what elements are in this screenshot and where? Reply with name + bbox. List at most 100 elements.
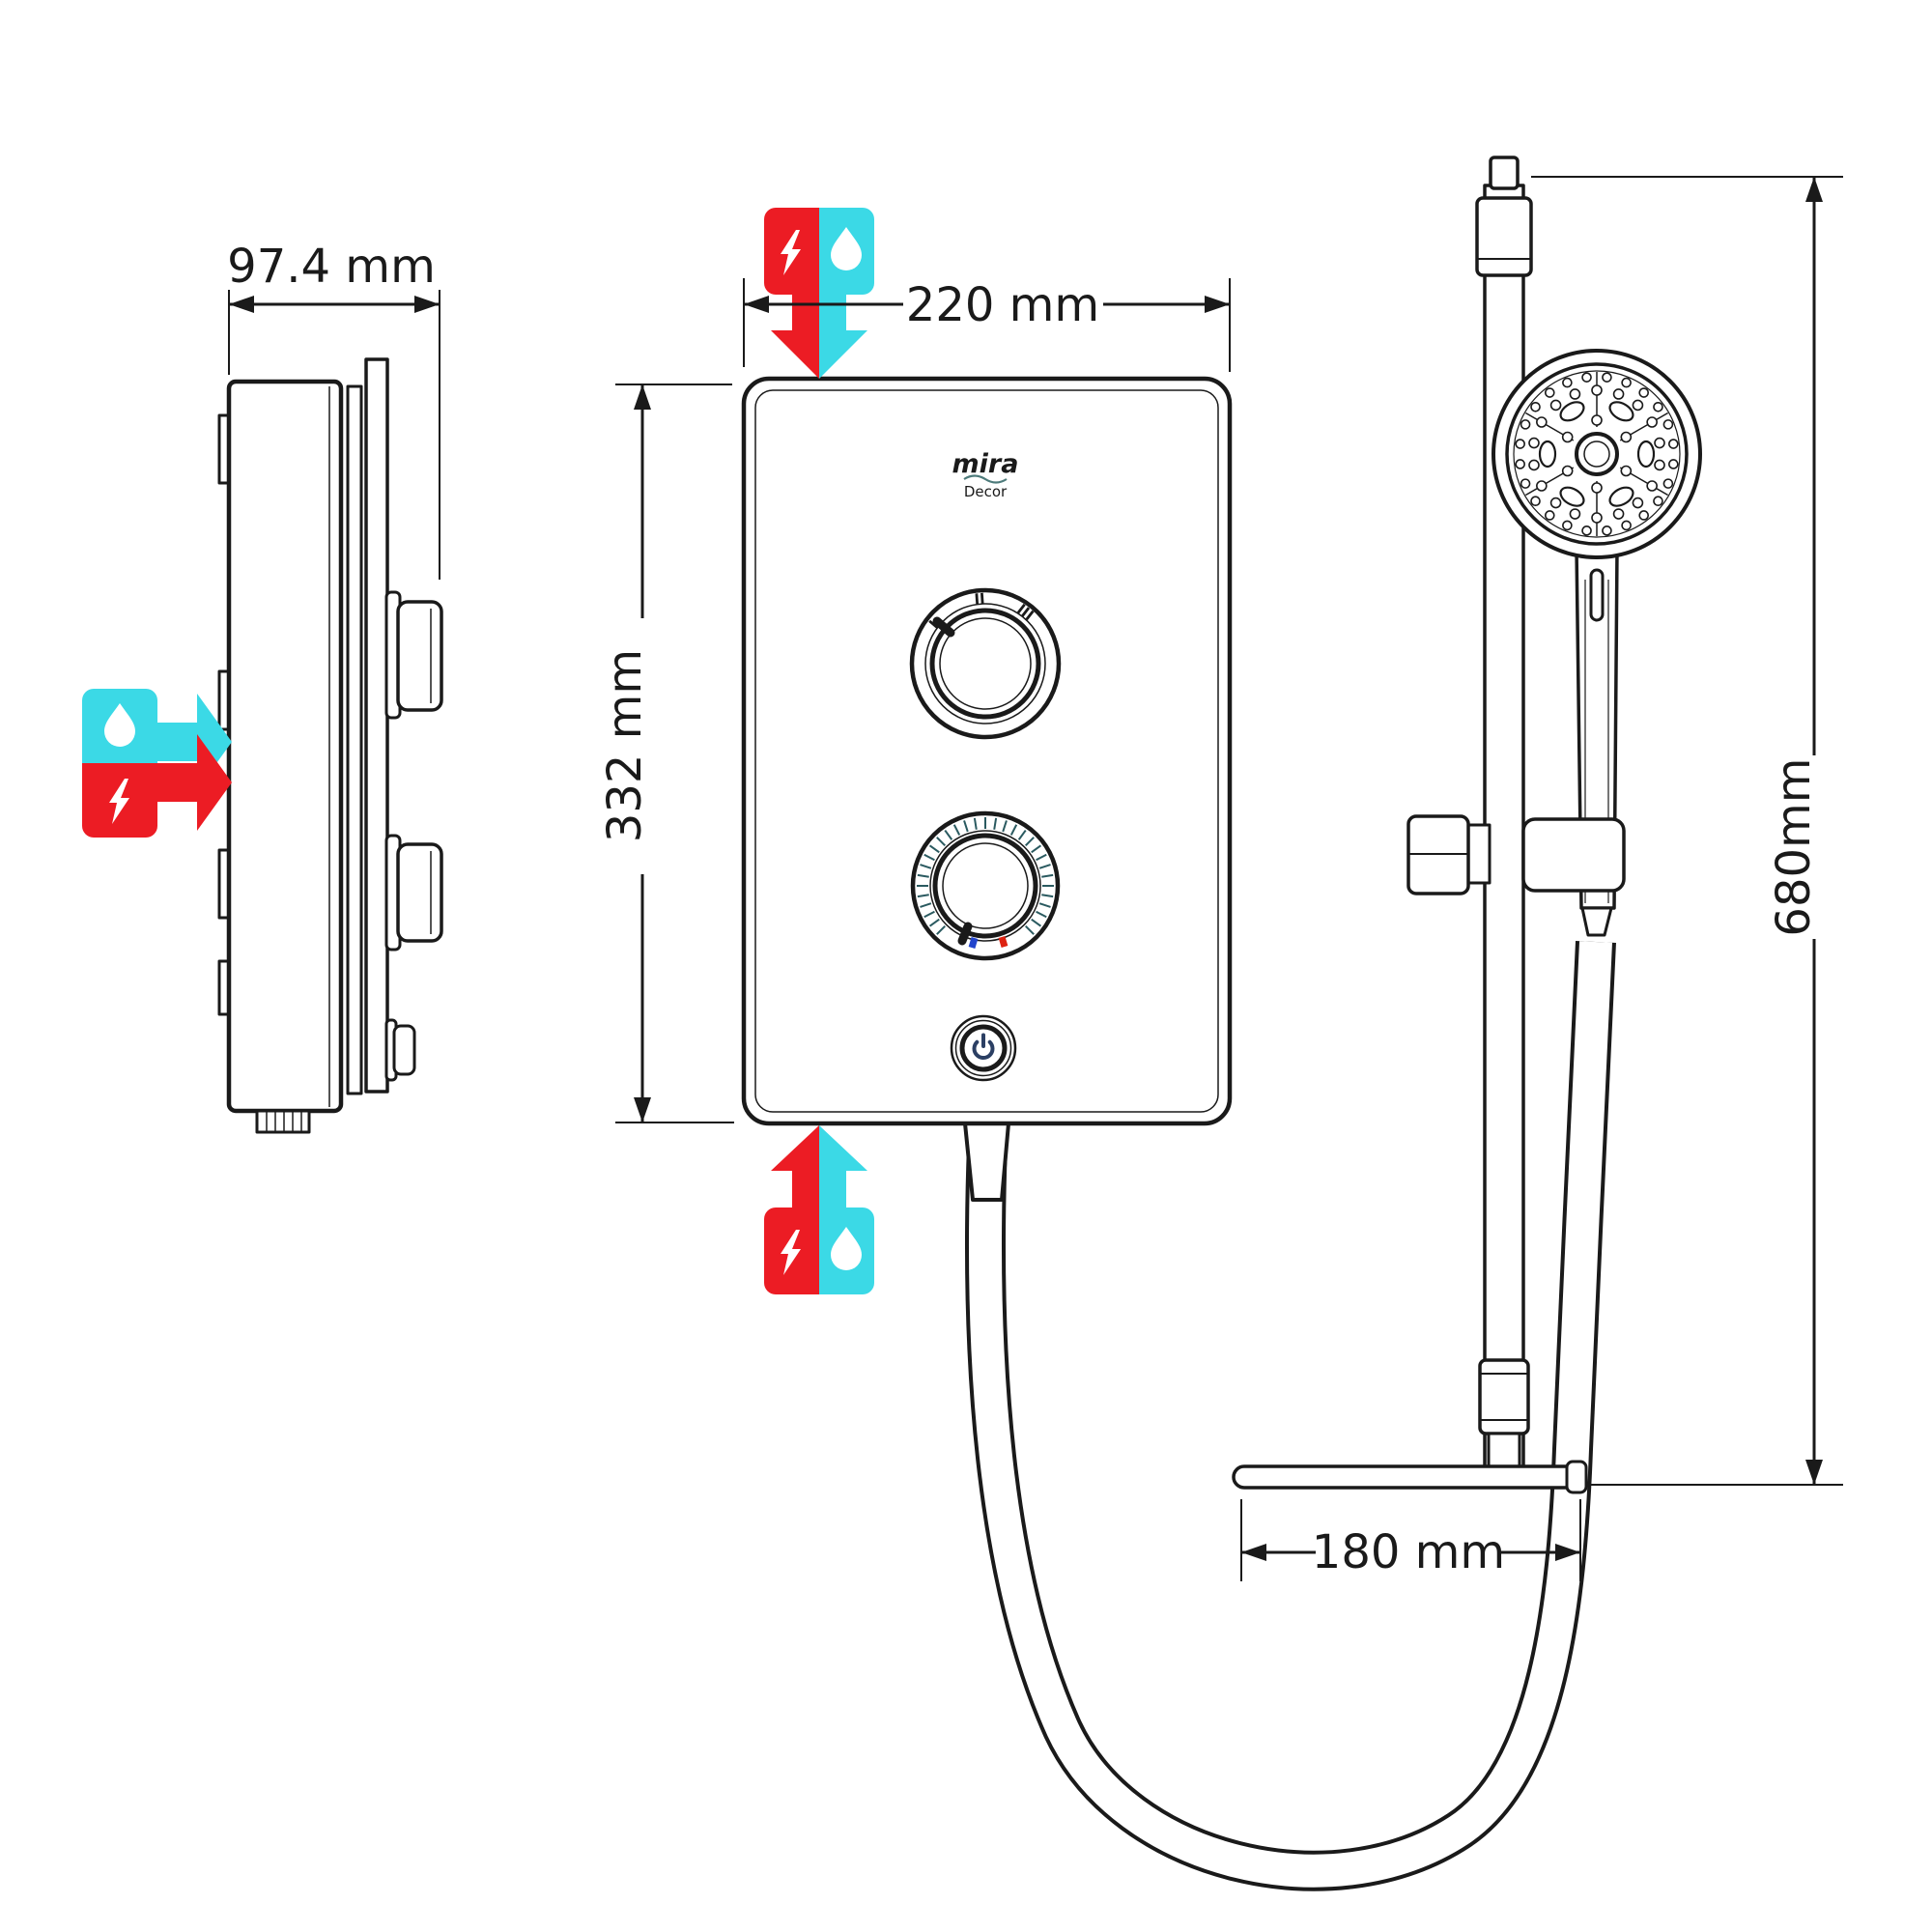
- dial-ring: [929, 830, 1041, 942]
- height-dimension: 332 mm: [598, 384, 734, 1123]
- nozzle-dot: [1668, 439, 1679, 449]
- temperature-dial: [910, 810, 1061, 961]
- outlet-thread-body: [255, 1109, 311, 1134]
- head-rim-outer: [1492, 349, 1702, 559]
- nozzle-dot: [1562, 377, 1573, 388]
- power-knob-side: [396, 600, 443, 712]
- rail-kit-view: 680mm 180 mm: [1232, 156, 1843, 1581]
- shower-hose: [963, 941, 1616, 1891]
- hot-indicator: [998, 935, 1009, 949]
- nozzle-dot: [1528, 437, 1540, 449]
- supply-arrow-red-half: [771, 295, 819, 379]
- head-hub-inner: [1583, 440, 1610, 468]
- depth-dimension: 97.4 mm: [227, 240, 440, 580]
- front-panel: [741, 376, 1233, 1126]
- dimension-arrow-right: [1555, 1544, 1580, 1561]
- temperature-tick: [936, 837, 946, 846]
- bottom-supply-icons: [764, 1125, 874, 1294]
- supply-arrow-red-half: [771, 1125, 819, 1208]
- oval-nozzle: [1559, 486, 1585, 507]
- nozzle-dot: [1653, 401, 1663, 412]
- unit-body-side: [226, 379, 344, 1114]
- nozzle-dot: [1520, 419, 1531, 430]
- dial-pointer: [957, 922, 973, 946]
- handle-clip-slot: [1589, 568, 1605, 622]
- dial-bezel: [910, 810, 1061, 961]
- nozzle-dot: [1654, 437, 1665, 449]
- nozzle-dot: [1515, 459, 1525, 469]
- brand-name: mira: [952, 449, 1019, 479]
- temperature-tick: [1017, 829, 1027, 840]
- nozzle-dot: [1561, 465, 1574, 477]
- dimension-arrow-left: [744, 296, 769, 313]
- dimension-arrow-left: [229, 296, 254, 313]
- temperature-tick: [920, 864, 932, 869]
- temperature-tick: [1036, 853, 1047, 862]
- nozzle-dot: [1581, 526, 1592, 536]
- shelf-assembly: [1232, 1358, 1588, 1494]
- width-dimension-label: 220 mm: [906, 278, 1099, 332]
- temperature-tick: [952, 824, 961, 836]
- temperature-tick: [920, 902, 932, 908]
- height-dimension-label: 332 mm: [598, 649, 652, 842]
- temperature-knob-side: [396, 842, 443, 943]
- brand-logo: mira Decor: [952, 449, 1019, 500]
- unit-side-profile: [217, 357, 443, 1134]
- temperature-tick-ring: [917, 817, 1054, 935]
- dial-inner-ring: [939, 617, 1032, 710]
- button-face: [959, 1024, 1008, 1072]
- temperature-tick: [1031, 918, 1042, 927]
- dial-bezel: [909, 587, 1062, 740]
- nozzle-dot: [1569, 508, 1581, 520]
- dimension-arrow-up: [634, 384, 651, 410]
- nozzle-dot: [1528, 459, 1540, 471]
- nozzle-dot: [1544, 510, 1555, 521]
- temperature-tick: [1031, 844, 1042, 854]
- button-bezel: [950, 1014, 1017, 1082]
- temperature-tick: [944, 829, 953, 840]
- nozzle-dot: [1654, 459, 1665, 471]
- temperature-tick: [1036, 910, 1047, 919]
- nozzle-dot: [1520, 478, 1531, 489]
- temperature-tick: [973, 817, 978, 830]
- electric-inlet-arrow: [155, 734, 232, 831]
- shelf-end-cap: [1565, 1460, 1588, 1494]
- soap-dish-shelf: [1232, 1464, 1585, 1490]
- temperature-tick: [923, 910, 935, 919]
- temperature-tick: [1041, 894, 1054, 898]
- dial-knob: [932, 833, 1038, 939]
- nozzle-dot: [1612, 388, 1625, 400]
- water-drop-icon: [104, 703, 135, 747]
- temperature-tick: [1025, 837, 1035, 846]
- front-panel-inner-edge: [754, 389, 1219, 1113]
- nozzle-dot: [1653, 496, 1663, 507]
- nozzle-dot: [1581, 372, 1592, 383]
- nozzle-dot: [1621, 520, 1632, 531]
- oval-nozzle: [1608, 401, 1634, 422]
- dial-knob: [929, 608, 1041, 720]
- dial-pointer: [932, 616, 955, 638]
- nozzle-dot: [1515, 439, 1525, 449]
- front-view: mira Decor I II III: [598, 208, 1616, 1891]
- rail-height-dimension: 680mm: [1531, 176, 1843, 1486]
- temperature-tick: [923, 853, 935, 862]
- temperature-tick: [1009, 824, 1018, 836]
- power-button: [950, 1014, 1017, 1082]
- temperature-tick: [928, 918, 940, 927]
- oval-nozzle: [1538, 440, 1557, 469]
- dimension-arrow-up: [1805, 177, 1823, 202]
- button-ring: [954, 1019, 1012, 1077]
- nozzle-dot: [1591, 482, 1603, 494]
- supply-arrow-cyan-half: [819, 1125, 867, 1208]
- temperature-tick: [1025, 925, 1035, 935]
- nozzle-dot: [1632, 399, 1644, 412]
- nozzle-dot: [1662, 478, 1674, 489]
- setting-mark-2: II: [974, 590, 985, 609]
- nozzle-dot: [1602, 526, 1612, 536]
- nozzle-dot: [1668, 459, 1679, 469]
- temperature-tick: [963, 820, 969, 833]
- hose-connector-cone: [963, 1122, 1010, 1202]
- nozzle-dot: [1569, 388, 1581, 400]
